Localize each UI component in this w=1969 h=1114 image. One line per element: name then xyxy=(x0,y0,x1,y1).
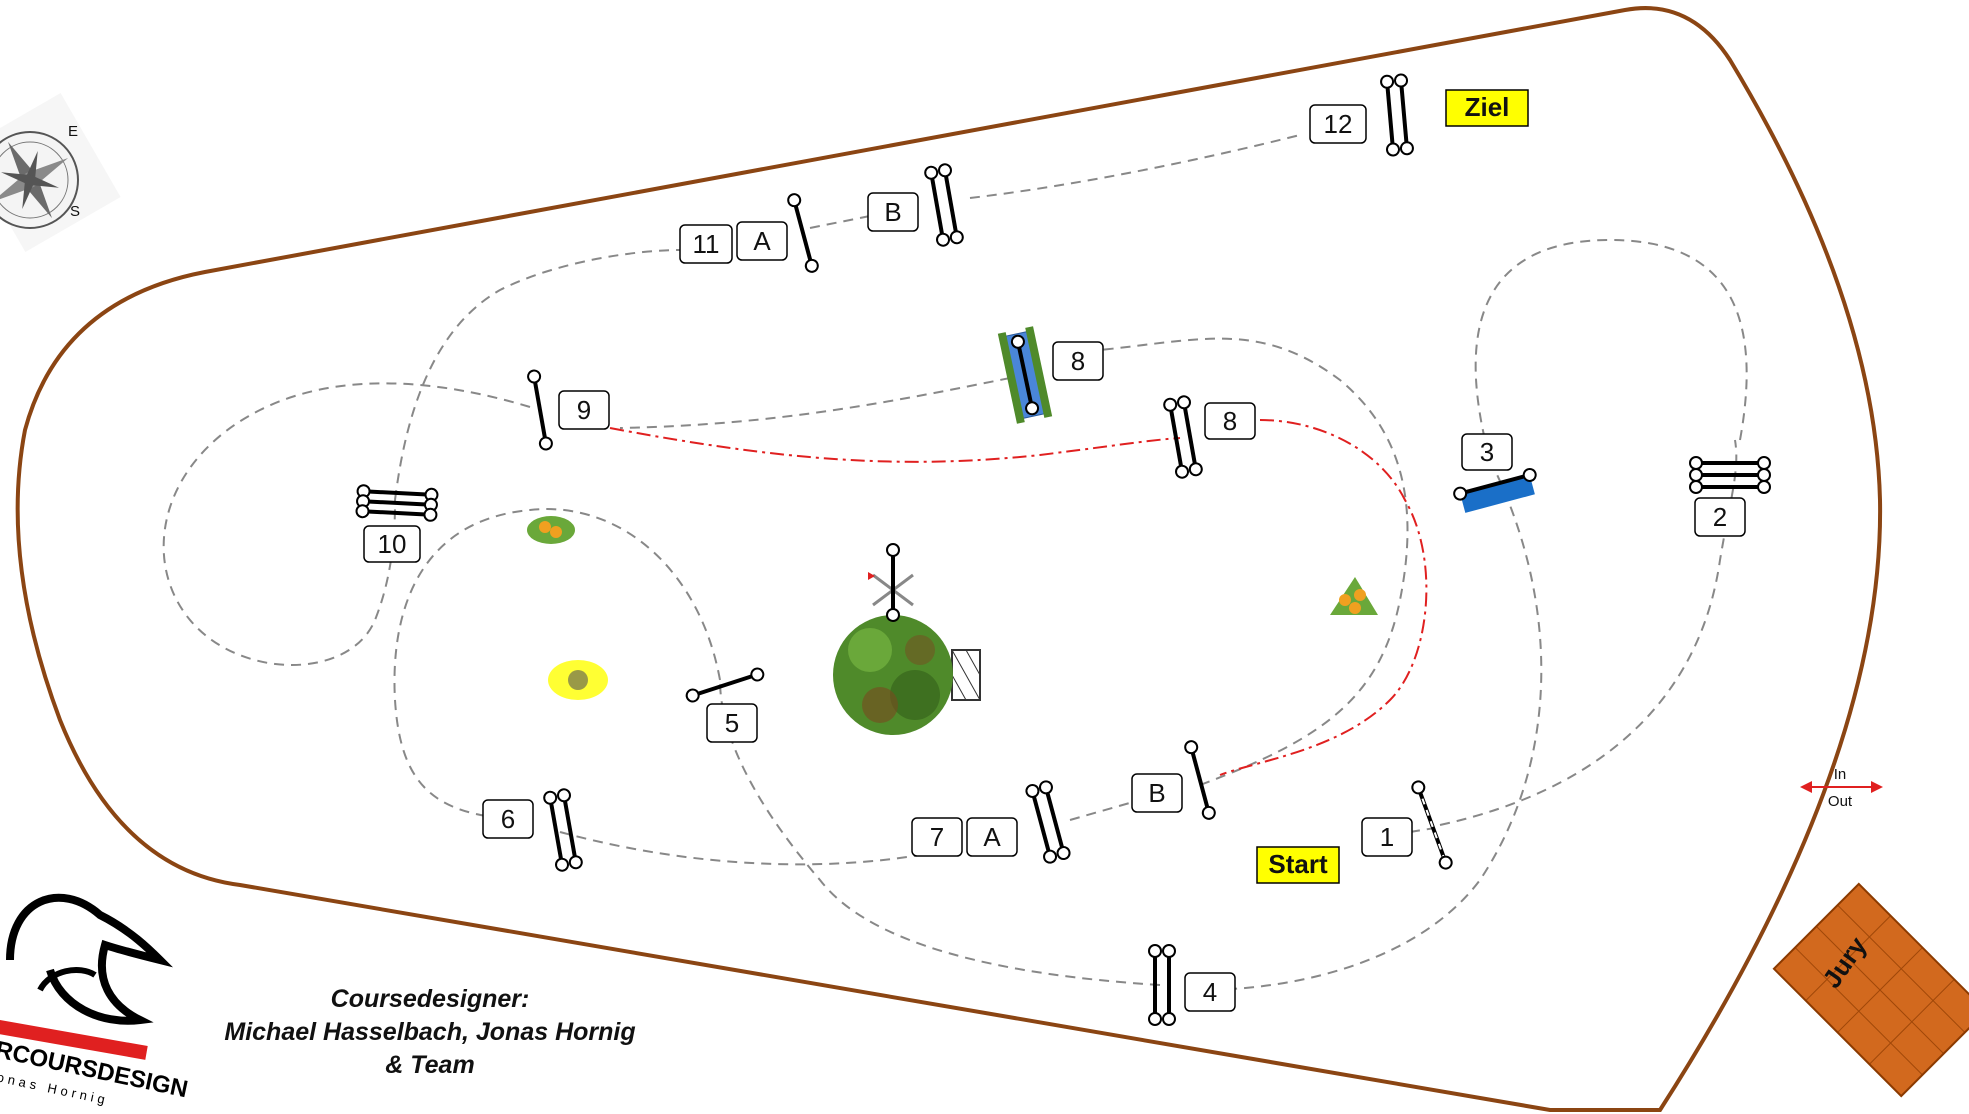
svg-text:B: B xyxy=(1148,778,1165,808)
obstacle-11a xyxy=(787,193,819,273)
number-tags: 1 2 3 4 5 6 7 A B 8 8 9 10 11 A B 12 xyxy=(363,104,1746,1012)
svg-text:B: B xyxy=(884,197,901,227)
tag-9: 9 xyxy=(558,390,610,430)
obstacle-10 xyxy=(355,484,439,522)
tag-10: 10 xyxy=(363,525,421,563)
svg-text:Ziel: Ziel xyxy=(1465,92,1510,122)
obstacle-7b xyxy=(1184,740,1216,820)
credit-line-1: Coursedesigner: xyxy=(331,985,530,1013)
tag-2: 2 xyxy=(1694,497,1746,537)
jury-box xyxy=(1772,882,1969,1098)
svg-text:6: 6 xyxy=(501,804,515,834)
obstacle-7a xyxy=(1025,780,1071,864)
credits: Coursedesigner: Michael Hasselbach, Jona… xyxy=(224,985,635,1079)
obstacle-12 xyxy=(1380,73,1414,157)
svg-text:Start: Start xyxy=(1268,849,1328,879)
obstacle-9 xyxy=(527,369,553,451)
tag-5: 5 xyxy=(706,703,758,743)
svg-text:5: 5 xyxy=(725,708,739,738)
spare-obstacle-icon xyxy=(868,543,914,622)
tag-6: 6 xyxy=(482,799,534,839)
svg-text:8: 8 xyxy=(1223,406,1237,436)
tag-8-alt: 8 xyxy=(1204,402,1256,440)
compass-letter-e: E xyxy=(68,123,78,140)
svg-text:2: 2 xyxy=(1713,502,1727,532)
obstacle-6 xyxy=(543,788,583,872)
svg-text:8: 8 xyxy=(1071,346,1085,376)
svg-text:A: A xyxy=(753,226,771,256)
finish-tag: Ziel xyxy=(1445,89,1529,127)
svg-text:4: 4 xyxy=(1203,977,1217,1007)
svg-text:10: 10 xyxy=(378,529,407,559)
tag-3: 3 xyxy=(1461,433,1513,471)
tag-4: 4 xyxy=(1184,972,1236,1012)
tag-7: 7 xyxy=(911,817,963,857)
bush-icon xyxy=(548,660,608,700)
arena-border xyxy=(15,6,1883,1112)
credit-line-2: Michael Hasselbach, Jonas Hornig xyxy=(224,1018,635,1046)
tree-icon xyxy=(833,615,981,735)
tag-1: 1 xyxy=(1361,817,1413,857)
svg-text:3: 3 xyxy=(1480,437,1494,467)
flower-pot-icon xyxy=(527,516,575,544)
compass-letter-s: S xyxy=(70,203,80,220)
tag-11a: A xyxy=(736,221,788,261)
svg-text:1: 1 xyxy=(1380,822,1394,852)
obstacle-8-water xyxy=(997,326,1053,424)
compass-icon: E S xyxy=(0,93,121,252)
credit-line-3: & Team xyxy=(385,1051,474,1079)
svg-text:7: 7 xyxy=(930,822,944,852)
start-tag: Start xyxy=(1256,846,1340,884)
obstacle-2 xyxy=(1689,456,1771,494)
entry-gate: In Out xyxy=(1800,766,1883,810)
obstacle-1 xyxy=(1411,780,1453,870)
obstacle-4 xyxy=(1148,944,1176,1026)
obstacle-5 xyxy=(685,667,765,703)
flower-pot-icon xyxy=(1330,577,1378,615)
alternative-track xyxy=(609,419,1428,776)
obstacle-11b xyxy=(924,163,964,247)
svg-text:9: 9 xyxy=(577,395,591,425)
tag-11b: B xyxy=(867,192,919,232)
tag-7b: B xyxy=(1131,773,1183,813)
tag-7a: A xyxy=(966,817,1018,857)
gate-in-label: In xyxy=(1834,766,1847,783)
svg-text:A: A xyxy=(983,822,1001,852)
tag-12: 12 xyxy=(1309,104,1367,144)
obstacle-8-alt xyxy=(1163,395,1203,479)
svg-text:12: 12 xyxy=(1324,109,1353,139)
obstacle-3 xyxy=(1453,467,1537,513)
riding-track xyxy=(162,134,1748,991)
gate-out-label: Out xyxy=(1828,793,1853,810)
tag-8-water: 8 xyxy=(1052,341,1104,381)
course-design-logo: RCOURSDESIGN onas Hornig xyxy=(0,893,190,1108)
svg-text:11: 11 xyxy=(693,229,720,259)
tag-11: 11 xyxy=(679,224,733,264)
